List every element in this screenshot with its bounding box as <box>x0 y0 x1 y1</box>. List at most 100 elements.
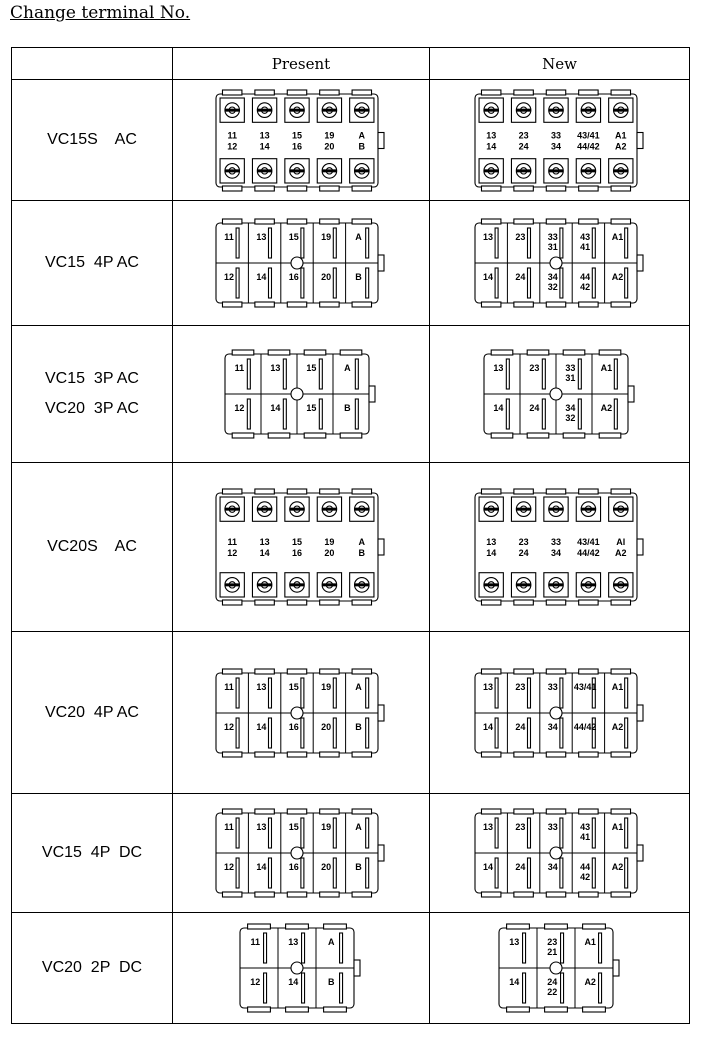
screw-terminal <box>613 583 628 587</box>
blade-terminal <box>623 227 628 259</box>
terminal-label: 13 <box>493 363 503 373</box>
blade-terminal <box>235 227 240 259</box>
model-name: VC15 4P AC <box>11 200 173 326</box>
blade-terminal <box>339 932 344 964</box>
blade-terminal <box>526 267 531 299</box>
terminal-label: 15 <box>289 232 299 242</box>
blade-terminal <box>332 716 337 749</box>
header-blank <box>11 47 173 80</box>
blade-terminal <box>365 716 370 749</box>
blade-terminal <box>235 267 240 299</box>
blade-terminal <box>494 817 499 849</box>
screw-terminal <box>289 507 305 511</box>
blade-terminal <box>613 398 618 430</box>
terminal-label: 19 <box>321 822 331 832</box>
screw-terminal <box>224 583 240 587</box>
terminal-label: 13 <box>482 822 492 832</box>
blade-terminal <box>246 398 251 430</box>
blade-terminal <box>505 358 510 390</box>
terminal-label: 12 <box>224 272 234 282</box>
terminal-label: 12 <box>227 548 237 558</box>
terminal-label: 14 <box>482 272 492 282</box>
terminal-label: A <box>355 682 362 692</box>
terminal-label: 13 <box>482 682 492 692</box>
screw-terminal <box>613 108 628 112</box>
blade-terminal <box>558 857 563 889</box>
terminal-label: 23 <box>529 363 539 373</box>
blade-terminal <box>623 817 628 849</box>
terminal-label: 23 <box>515 682 525 692</box>
blade-terminal <box>526 716 531 749</box>
blade-terminal <box>558 817 563 849</box>
blade-terminal <box>267 817 273 849</box>
terminal-label: 11 <box>250 937 260 947</box>
terminal-label: 44/42 <box>577 141 600 151</box>
terminal-label: 14 <box>288 977 298 987</box>
screw-terminal <box>483 168 498 172</box>
terminal-label: 11 <box>224 682 234 692</box>
blade-terminal <box>577 398 582 430</box>
terminal-label: 13 <box>486 537 496 547</box>
blade-terminal <box>318 358 323 390</box>
header-new: New <box>429 47 690 80</box>
terminal-label: 20 <box>321 862 331 872</box>
blade-terminal <box>494 267 499 299</box>
terminal-label: 23 <box>515 232 525 242</box>
terminal-label: 33 <box>547 232 557 242</box>
terminal-label: 43 <box>580 232 590 242</box>
model-name: VC20S AC <box>11 462 173 632</box>
blade-terminal <box>559 972 564 1004</box>
blade-terminal <box>526 817 531 849</box>
terminal-label: 13 <box>260 130 270 140</box>
screw-terminal <box>257 507 272 511</box>
terminal-label: 13 <box>256 682 266 692</box>
blade-terminal <box>267 857 273 889</box>
terminal-label: 15 <box>292 130 302 140</box>
blade-terminal <box>526 676 531 709</box>
blade-terminal <box>332 227 337 259</box>
terminal-label: A <box>328 937 335 947</box>
screw-terminal <box>224 168 240 172</box>
screw-terminal <box>515 168 531 172</box>
screw-terminal <box>322 108 337 112</box>
blade-terminal <box>246 358 251 390</box>
model-label: VC20S AC <box>47 538 137 555</box>
screw-terminal <box>224 108 240 112</box>
terminal-label: 43 <box>580 822 590 832</box>
terminal-label: B <box>359 548 366 558</box>
terminal-label: 14 <box>260 141 270 151</box>
blade-terminal <box>597 932 602 964</box>
terminal-label: 14 <box>482 722 492 732</box>
screw-terminal <box>354 168 370 172</box>
terminal-label: 23 <box>515 822 525 832</box>
terminal-label: A <box>359 537 366 547</box>
terminal-label: 11 <box>227 537 237 547</box>
screw-terminal <box>515 507 531 511</box>
terminal-label: 16 <box>292 548 302 558</box>
terminal-label: A1 <box>611 232 623 242</box>
screw-terminal <box>548 583 563 587</box>
blade-terminal <box>300 227 305 259</box>
terminal-label: A2 <box>611 722 623 732</box>
terminal-label: B <box>359 141 366 151</box>
terminal-label: 14 <box>482 862 492 872</box>
screw-terminal <box>613 507 628 511</box>
model-name: VC20 4P AC <box>11 631 173 794</box>
terminal-label: 12 <box>234 403 244 413</box>
blade-terminal <box>365 267 370 299</box>
blade-terminal <box>591 857 596 889</box>
blade-terminal <box>267 676 273 709</box>
terminal-label: 43/41 <box>573 682 596 692</box>
header-present: Present <box>172 47 430 80</box>
blade-terminal <box>521 972 526 1004</box>
screw-terminal <box>483 507 498 511</box>
blade-terminal <box>300 267 305 299</box>
model-name: VC20 2P DC <box>11 912 173 1024</box>
blade-terminal <box>559 932 564 964</box>
